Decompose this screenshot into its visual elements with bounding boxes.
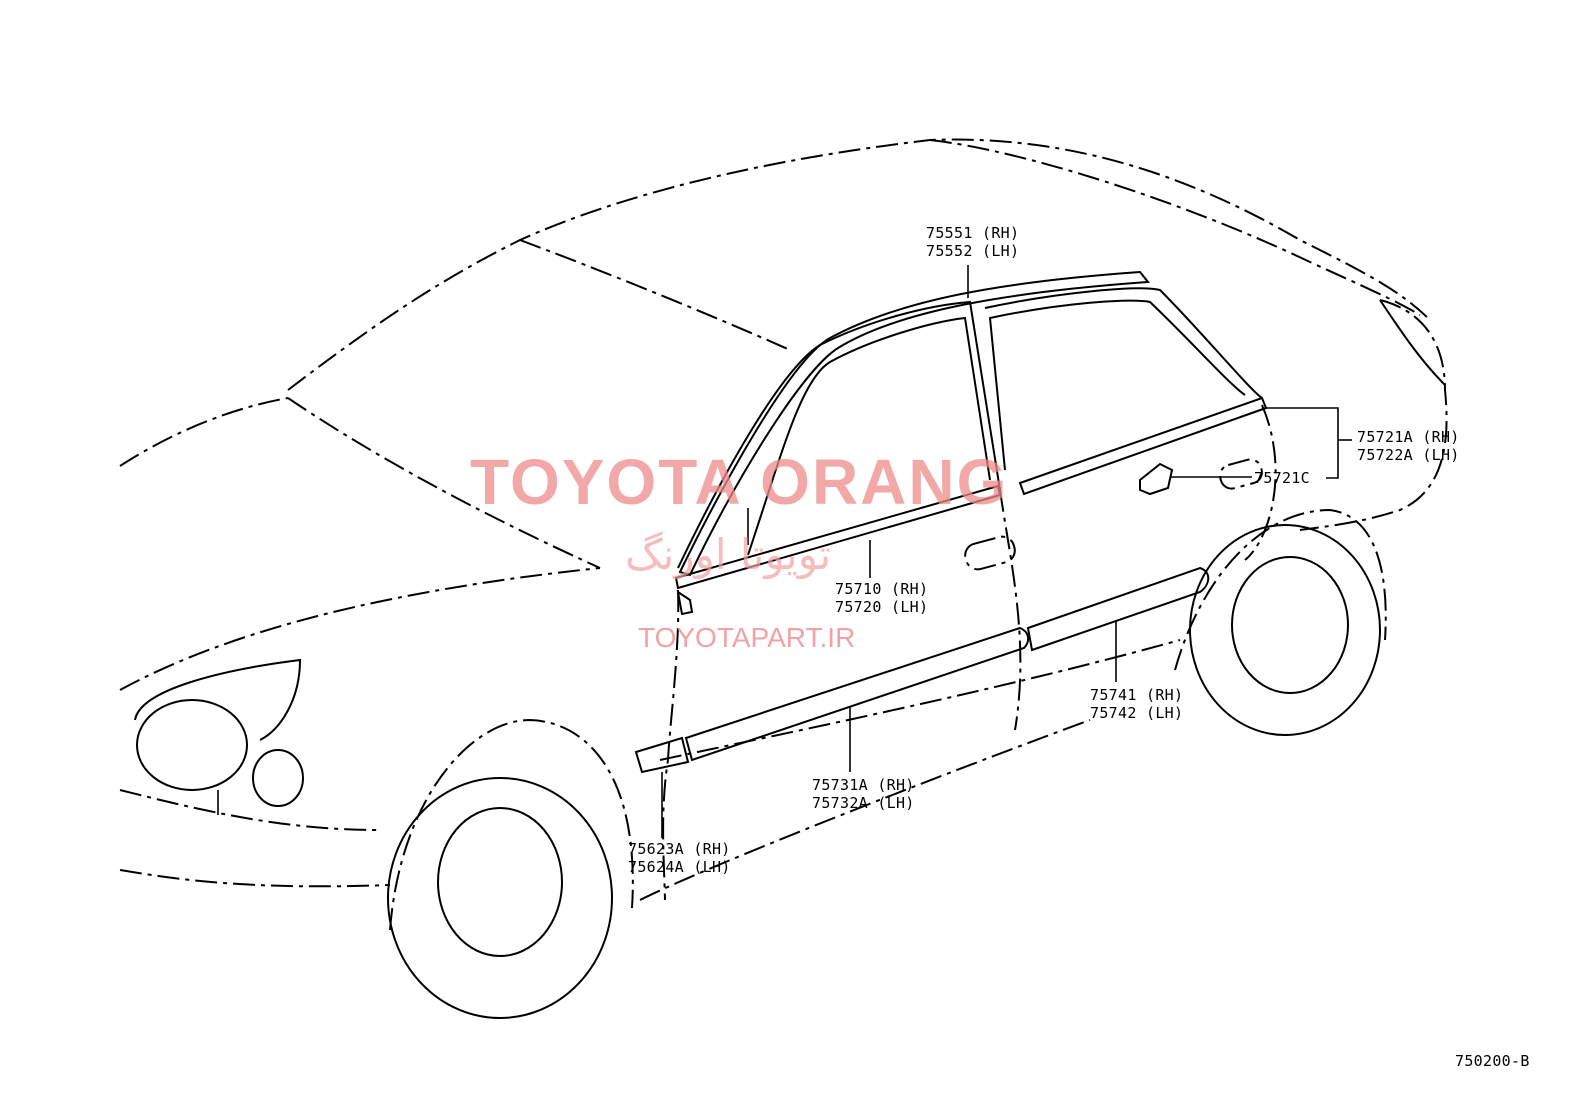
part-label-75710: 75710 (RH) 75720 (LH) (835, 580, 928, 616)
part-number-lh: 75732A (LH) (812, 794, 915, 812)
part-number-rh: 75741 (RH) (1090, 686, 1184, 704)
part-number-lh: 75722A (LH) (1357, 446, 1460, 464)
tail-light (1379, 299, 1446, 386)
watermark-url: TOYOTAPART.IR (638, 622, 856, 653)
rear-tire (1189, 524, 1381, 736)
front-tire (387, 777, 613, 1019)
part-label-75551: 75551 (RH) 75552 (LH) (926, 224, 1019, 260)
rear-wheel-arch (1174, 508, 1387, 671)
part-number-rh: 75721A (RH) (1357, 428, 1460, 446)
part-label-75741: 75741 (RH) 75742 (LH) (1090, 686, 1183, 722)
front-wheel (437, 807, 563, 957)
fender-line (119, 789, 381, 831)
sill-line (639, 719, 1091, 901)
rear-wheel (1231, 556, 1349, 694)
rear-body (1299, 299, 1448, 531)
diagram-code: 750200-B (1455, 1052, 1530, 1070)
roof-rear-outline (929, 139, 1421, 316)
front-door-side-moulding (684, 626, 1030, 762)
leader-75721A (1266, 407, 1339, 479)
part-label-75623A: 75623A (RH) 75624A (LH) (628, 840, 731, 876)
watermark-persian: تویوتا اورنگ (625, 530, 832, 579)
headlight-surround (134, 658, 302, 741)
front-window-inner (747, 316, 991, 556)
hood-line (119, 567, 601, 691)
part-number-rh: 75623A (RH) (628, 840, 731, 858)
fender-moulding (634, 736, 690, 774)
part-number-lh: 75742 (LH) (1090, 704, 1184, 722)
pillar-clip (676, 589, 694, 616)
hood-outline (119, 397, 289, 467)
part-label-75721A: 75721A (RH) 75722A (LH) (1357, 428, 1460, 464)
rear-window-frame (984, 287, 1263, 399)
windshield-bottom (287, 397, 601, 569)
rear-belt-moulding (1018, 396, 1268, 496)
watermark-title: TOYOTA ORANG (470, 446, 1009, 518)
part-label-75721C: 75721C (1254, 469, 1310, 487)
part-number-lh: 75552 (LH) (926, 242, 1020, 260)
front-door-front-edge (662, 589, 680, 901)
part-number-lh: 75624A (LH) (628, 858, 731, 876)
part-number-rh: 75551 (RH) (926, 224, 1020, 242)
headlight (136, 699, 248, 791)
part-number-lh: 75720 (LH) (835, 598, 929, 616)
front-wheel-arch (389, 718, 634, 931)
part-label-75731A: 75731A (RH) 75732A (LH) (812, 776, 915, 812)
door-split-line (999, 489, 1022, 731)
front-door-handle (964, 535, 1016, 571)
part-number-rh: 75731A (RH) (812, 776, 915, 794)
roof-drip-moulding (678, 270, 1150, 577)
rear-door-side-moulding (1026, 566, 1210, 652)
rear-door-handle (1219, 458, 1263, 490)
front-window-frame (677, 300, 1001, 569)
bumper-line (119, 869, 391, 888)
part-number-rh: 75710 (RH) (835, 580, 929, 598)
windshield-top (519, 239, 791, 351)
rear-window-inner (988, 299, 1246, 471)
fog-light (252, 749, 304, 807)
part-number: 75721C (1254, 469, 1310, 487)
rear-door-rear-edge (1244, 404, 1277, 561)
rear-clip-75721C (1139, 462, 1174, 496)
roof-outline (287, 138, 1431, 391)
